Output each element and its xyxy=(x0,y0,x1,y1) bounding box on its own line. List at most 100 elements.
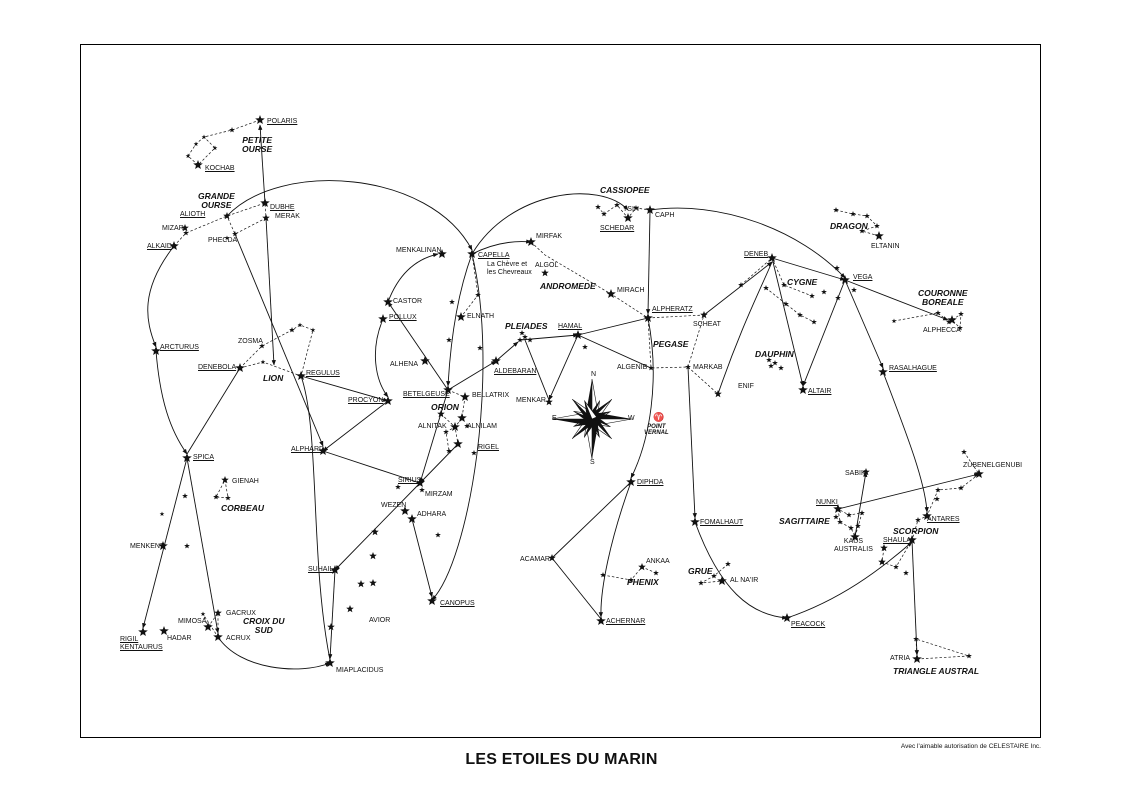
minor-star-52 xyxy=(797,312,803,318)
fig-scorpion xyxy=(881,451,980,568)
star-kochab xyxy=(193,160,203,169)
star-zosma xyxy=(259,343,265,349)
star-altair xyxy=(798,385,808,394)
star-caph xyxy=(645,205,655,214)
minor-star-17 xyxy=(369,552,377,560)
star-sabik xyxy=(862,468,870,476)
star-adhara xyxy=(407,514,417,523)
star-alphecca xyxy=(947,315,957,324)
star-label-rasalhague: RASALHAGUE xyxy=(889,365,937,372)
star-label-scheat: SCHEAT xyxy=(693,321,721,328)
minor-star-65 xyxy=(946,319,952,325)
minor-star-23 xyxy=(435,532,441,538)
minor-star-42 xyxy=(628,577,634,583)
fig-lion xyxy=(239,324,314,377)
minor-star-49 xyxy=(763,285,769,291)
star-rigel xyxy=(453,439,463,448)
star-fomalhaut xyxy=(690,517,700,526)
fig-andromede xyxy=(530,241,649,319)
star-avior xyxy=(369,579,377,587)
fig-petite-ourse xyxy=(187,119,261,166)
guide-lines xyxy=(142,124,980,670)
minor-star-50 xyxy=(809,293,815,299)
star-label-menkar: MENKAR xyxy=(516,397,546,404)
line-pleiades-menkar xyxy=(524,339,550,401)
star-label-aldebaran: ALDEBARAN xyxy=(494,368,537,375)
compass-point xyxy=(552,419,592,426)
compass-north: N xyxy=(591,371,597,378)
star-label-capella: CAPELLA xyxy=(478,252,510,259)
star-label-kaus-australis: KAUS AUSTRALIS xyxy=(834,538,873,554)
minor-star-45 xyxy=(711,573,717,579)
star-label-schedar: SCHEDAR xyxy=(600,225,635,232)
star-label-denebola: DENEBOLA xyxy=(198,364,237,371)
star-canopus xyxy=(427,596,437,605)
minor-star-41 xyxy=(600,572,606,578)
minor-star-39 xyxy=(595,204,601,210)
fig-cygne xyxy=(740,257,813,297)
star-label-betelgeuse: BETELGEUSE xyxy=(403,391,450,398)
star-label-eltanin: ELTANIN xyxy=(871,243,900,250)
minor-star-57 xyxy=(778,365,784,371)
star-label-mirzam: MIRZAM xyxy=(425,491,453,498)
minor-star-63 xyxy=(891,318,897,323)
star-phecda xyxy=(232,231,238,237)
star-nunki xyxy=(833,504,843,513)
minor-star-47 xyxy=(738,282,744,288)
line-hamal-alpheratz xyxy=(577,317,649,336)
line-capella-betelgeuse xyxy=(446,253,473,387)
minor-star-70 xyxy=(851,287,857,293)
line-spica-acrux xyxy=(186,457,220,634)
fig-capella xyxy=(460,253,479,318)
minor-star-36 xyxy=(527,337,533,343)
line-peacock-shaula xyxy=(786,541,913,619)
minor-star-32 xyxy=(449,299,455,305)
minor-star-59 xyxy=(850,211,856,217)
line-acrux-miaplacidus xyxy=(217,636,331,670)
minor-star-69 xyxy=(835,295,841,301)
minor-star-85 xyxy=(915,517,921,523)
minor-star-25 xyxy=(443,429,449,435)
line-diphda-achernar xyxy=(598,481,632,618)
star-label-markab: MARKAB xyxy=(693,364,723,371)
star-bellatrix xyxy=(460,392,470,401)
fig-couronne xyxy=(893,312,962,329)
minor-star-38 xyxy=(601,211,607,217)
star-merak xyxy=(262,214,270,222)
label-sagittaire: SAGITTAIRE xyxy=(779,516,830,526)
star-label-diphda: DIPHDA xyxy=(637,479,664,486)
minor-star-9 xyxy=(310,327,316,332)
star-tsih xyxy=(614,202,620,208)
star-label-hadar: HADAR xyxy=(167,635,192,642)
minor-star-19 xyxy=(346,605,354,613)
line-rigel-sirius xyxy=(419,443,459,484)
minor-star-56 xyxy=(768,363,774,369)
line-hamal-algenib xyxy=(577,334,652,369)
star-label-achernar: ACHERNAR xyxy=(606,618,646,625)
label-cassiopee: CASSIOPEE xyxy=(600,185,650,195)
minor-star-11 xyxy=(225,495,231,501)
line-arcturus-spica xyxy=(155,350,188,455)
minor-star-3 xyxy=(201,134,207,139)
star-label-vega: VEGA xyxy=(853,274,873,281)
minor-star-12 xyxy=(213,494,219,500)
line-fomalhaut-peacock xyxy=(694,521,788,620)
star-label-hamal: HAMAL xyxy=(558,323,583,330)
fig-phenix xyxy=(602,566,657,581)
star-label-regulus: REGULUS xyxy=(306,370,340,377)
star-alnair xyxy=(717,576,727,585)
label-andromede: ANDROMEDE xyxy=(540,281,596,291)
line-merak-regulus xyxy=(265,217,276,366)
star-mimosa xyxy=(203,622,213,631)
line-capella-cassiopee xyxy=(471,193,629,255)
star-mirach xyxy=(606,289,616,298)
label-scorpion: SCORPION xyxy=(893,526,939,536)
label-croix-du-sud: CROIX DU SUD xyxy=(243,616,285,635)
line-caph-vega xyxy=(649,207,846,279)
star-label-canopus: CANOPUS xyxy=(440,600,475,607)
star-enif xyxy=(714,390,722,398)
minor-star-60 xyxy=(864,213,870,219)
line-shaula-atria xyxy=(911,539,919,656)
star-capella xyxy=(467,249,477,258)
line-hamal-menkar xyxy=(548,334,579,401)
